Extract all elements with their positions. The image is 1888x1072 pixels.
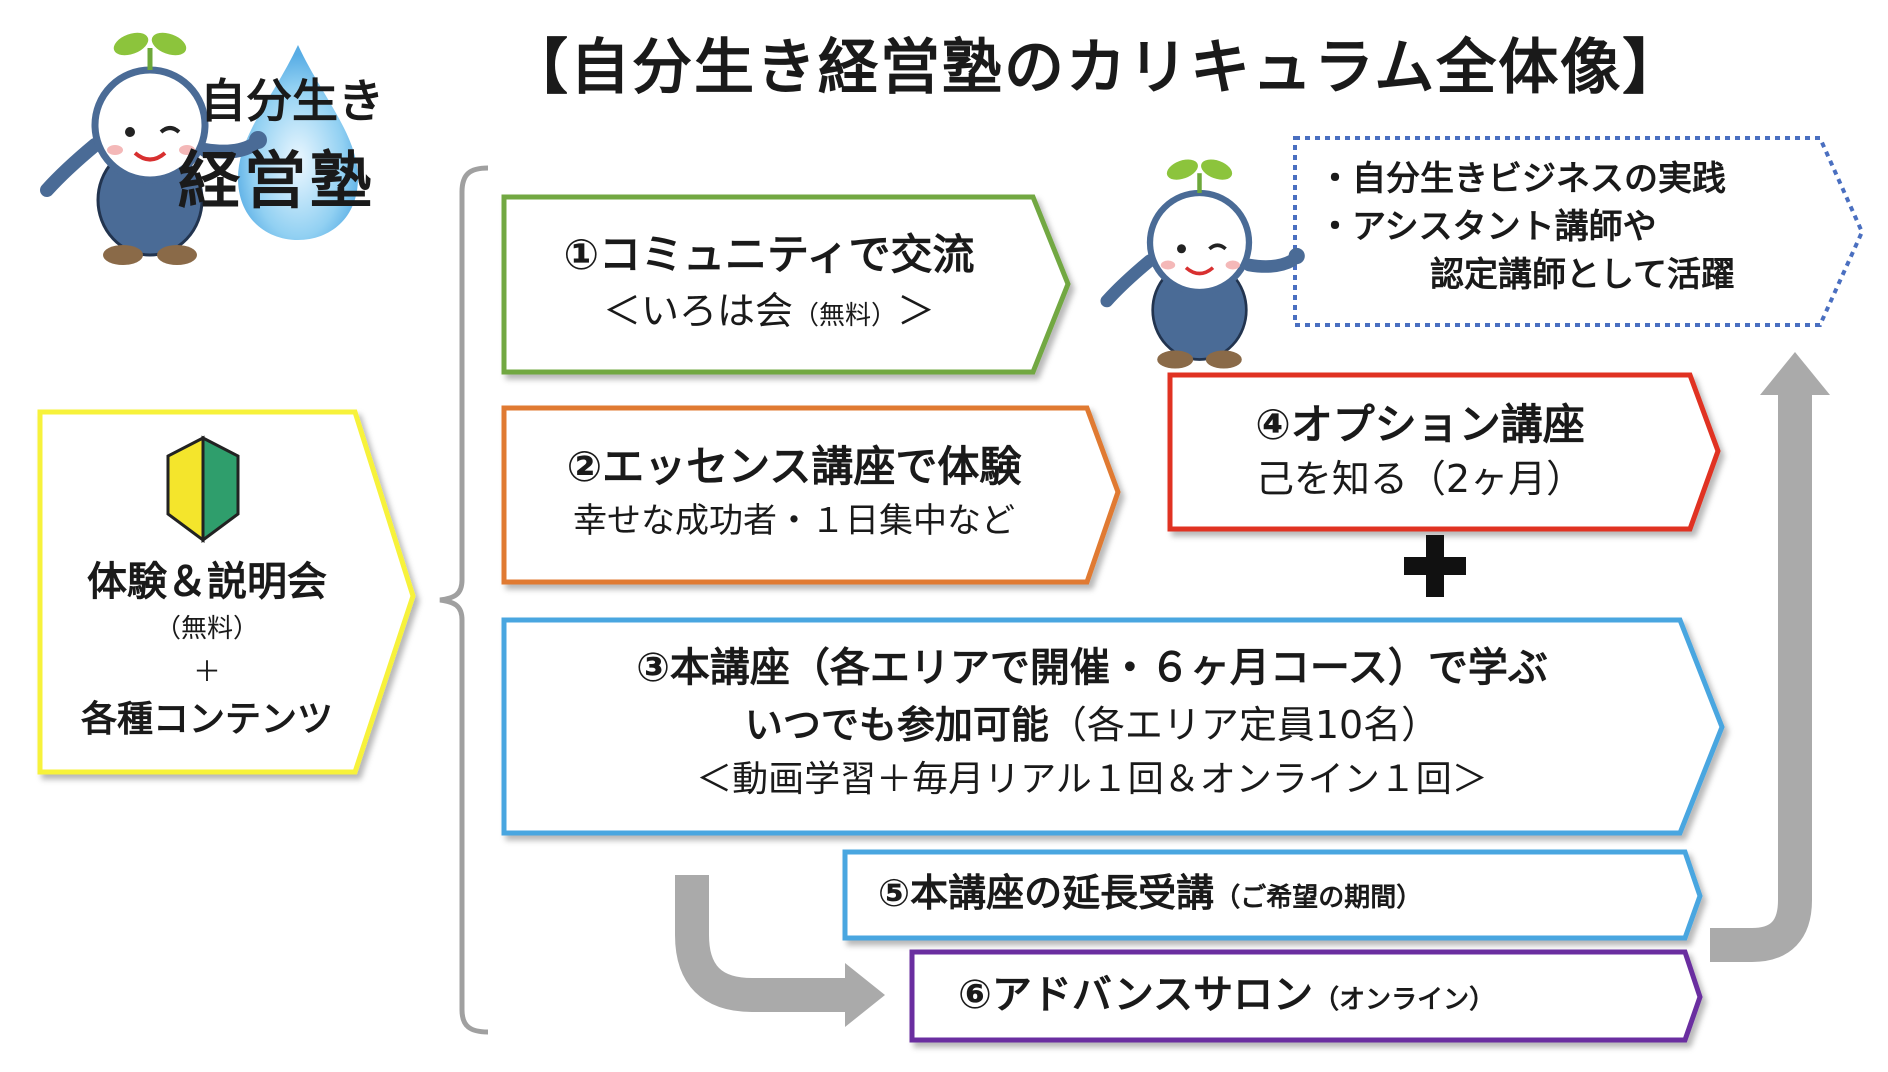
arrow-to-advance — [675, 875, 845, 1012]
step2-subtitle: 幸せな成功者・１日集中など — [573, 501, 1015, 541]
beginner-mark-icon — [166, 435, 240, 543]
goal-line3: 認定講師として活躍 — [1430, 255, 1735, 295]
step3-line2-regular: （各エリア定員10名） — [1048, 703, 1440, 747]
grouping-bracket — [439, 165, 489, 1035]
water-drop-icon — [238, 45, 358, 240]
step1-sub-c: ＞ — [897, 289, 936, 333]
page-title: 【自分生き経営塾のカリキュラム全体像】 — [508, 33, 1685, 103]
step2-box — [501, 405, 1121, 585]
mascot-icon — [1100, 159, 1305, 369]
step4-subtitle: 己を知る（2ヶ月） — [1255, 457, 1585, 501]
arrow-to-goal-head — [1760, 352, 1830, 395]
step4-box — [1167, 372, 1721, 532]
step3-line2-bold: いつでも参加可能 — [744, 703, 1049, 747]
step3-line3: ＜動画学習＋毎月リアル１回＆オンライン１回＞ — [696, 759, 1488, 800]
step6-label: ⑥アドバンスサロン（オンライン） — [958, 975, 1495, 1015]
step3-box — [501, 617, 1725, 836]
step6-box — [909, 949, 1703, 1043]
intro-free-note: （無料） — [154, 614, 259, 644]
step4-title: ④オプション講座 — [1255, 400, 1585, 449]
intro-plus: ＋ — [192, 655, 221, 688]
arrow-to-advance-head — [845, 963, 885, 1027]
step1-sub-b: （無料） — [792, 301, 897, 331]
step3-line2: いつでも参加可能（各エリア定員10名） — [504, 706, 1680, 744]
step6-title: ⑥アドバンスサロン — [958, 972, 1314, 1018]
step2-title: ②エッセンス講座で体験 — [566, 442, 1022, 491]
step5-box — [842, 849, 1703, 941]
arrow-to-goal — [1710, 392, 1812, 962]
step6-note: （オンライン） — [1313, 985, 1496, 1015]
intro-extra: 各種コンテンツ — [80, 699, 333, 740]
step1-title: ①コミュニティで交流 — [563, 230, 975, 279]
logo-line2: 経営塾 — [178, 144, 377, 217]
step1-sub-a: ＜いろは会 — [602, 289, 793, 333]
goal-line2: ・アシスタント講師や — [1318, 207, 1657, 247]
logo-line1: 自分生き — [200, 74, 384, 128]
goal-line1: ・自分生きビジネスの実践 — [1318, 159, 1726, 199]
goal-box — [1293, 136, 1865, 327]
step1-box — [501, 194, 1071, 375]
step3-title: ③本講座（各エリアで開催・６ヶ月コース）で学ぶ — [636, 645, 1548, 691]
step5-note: （ご希望の期間） — [1214, 883, 1423, 913]
intro-main: 体験＆説明会 — [87, 559, 327, 605]
step5-label: ⑤本講座の延長受講（ご希望の期間） — [878, 874, 1422, 912]
mascot-icon — [40, 32, 267, 265]
step5-title: ⑤本講座の延長受講 — [878, 871, 1215, 915]
plus-sign-icon — [1404, 535, 1466, 597]
step1-subtitle: ＜いろは会（無料）＞ — [504, 292, 1034, 330]
intro-box — [37, 409, 416, 775]
